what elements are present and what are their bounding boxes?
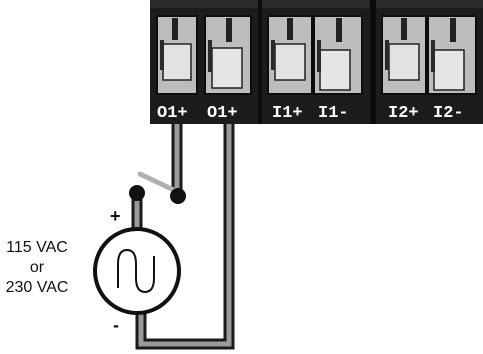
ac-sine-icon: [117, 248, 155, 294]
terminal-label-i1-plus: I1+: [272, 104, 303, 123]
terminal-slot-o1b: [204, 15, 252, 95]
switch-terminal-left: [129, 185, 145, 201]
voltage-label-line-3: 230 VAC: [5, 279, 69, 296]
minus-sign: -: [113, 315, 119, 335]
terminal-slot-i1minus: [313, 15, 363, 95]
wire-o1-right-to-minus: [135, 124, 235, 350]
terminal-label-o1-left: O1+: [157, 104, 188, 123]
plus-sign: +: [110, 206, 121, 226]
terminal-label-i2-minus: I2-: [433, 104, 464, 123]
terminal-label-o1-right: O1+: [207, 104, 238, 123]
terminal-slot-i2minus: [427, 15, 477, 95]
switch-arm: [137, 171, 179, 194]
terminal-slot-o1a: [156, 15, 198, 95]
terminal-slot-i2plus: [381, 15, 427, 95]
terminal-label-i1-minus: I1-: [318, 104, 349, 123]
terminal-block: O1+ O1+ I1+ I1- I2+ I2-: [150, 0, 483, 124]
switch: [129, 171, 186, 204]
ac-source: + -: [93, 206, 181, 335]
terminal-slot-i1plus: [267, 15, 313, 95]
switch-terminal-right: [170, 188, 186, 204]
voltage-label-line-1: 115 VAC: [6, 239, 68, 256]
terminal-label-i2-plus: I2+: [388, 104, 419, 123]
voltage-label-line-2: or: [29, 259, 45, 276]
